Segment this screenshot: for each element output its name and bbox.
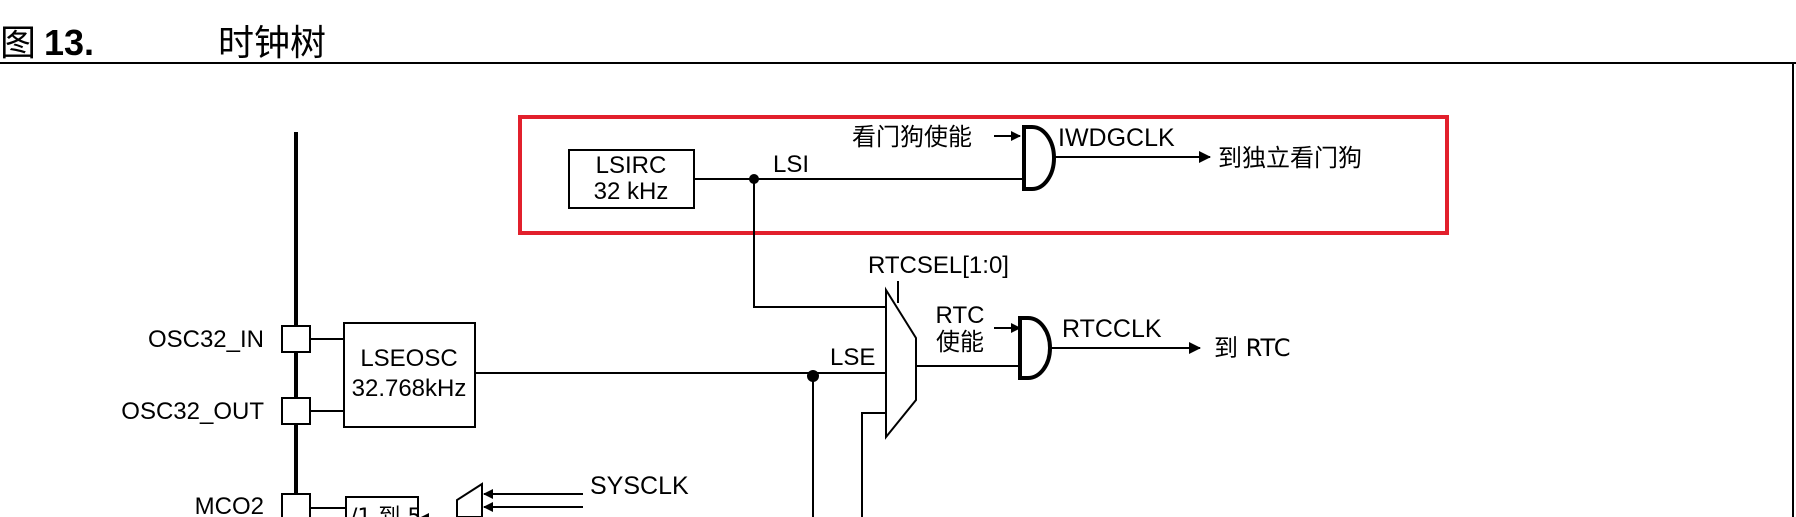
rtc-mux-third-input	[861, 412, 886, 517]
rtcsel-label: RTCSEL[1:0]	[868, 252, 1009, 279]
sysclk-label: SYSCLK	[590, 472, 689, 500]
figure-title: 时钟树	[218, 23, 327, 64]
figure-label-prefix: 图	[0, 23, 37, 64]
lseosc-frequency: 32.768kHz	[352, 375, 467, 402]
lseosc-label: LSEOSC	[360, 345, 457, 372]
lsi-label: LSI	[773, 151, 809, 178]
iwdg-destination-label: 到独立看门狗	[1218, 144, 1362, 172]
osc32-out-label: OSC32_OUT	[121, 398, 264, 425]
watchdog-enable-label: 看门狗使能	[852, 123, 972, 151]
iwdgclk-label: IWDGCLK	[1058, 124, 1175, 152]
mco2-divider-block	[345, 496, 419, 517]
lsirc-label: LSIRC	[596, 152, 667, 179]
figure-number: 13.	[44, 22, 95, 63]
rtc-and-gate	[1018, 316, 1052, 380]
figure-right-border	[1792, 62, 1794, 517]
mco2-mux	[456, 482, 483, 517]
lsi-to-rtc-mux-line	[753, 179, 886, 308]
rtc-enable-label: RTC	[936, 302, 985, 329]
rtcclk-label: RTCCLK	[1062, 315, 1162, 343]
lsirc-frequency: 32 kHz	[594, 178, 669, 205]
iwdg-and-gate	[1022, 125, 1056, 191]
rtc-destination-label: 到 RTC	[1214, 334, 1291, 362]
osc32-out-pin	[281, 397, 311, 425]
rtc-enable-label-cn: 使能	[936, 328, 984, 356]
highlight-box	[518, 115, 1449, 235]
lse-label: LSE	[830, 344, 875, 371]
lsirc-block	[568, 149, 695, 209]
mco2-divider-label: /1 到 5	[350, 505, 421, 517]
rtc-mux	[885, 286, 917, 440]
osc32-in-label: OSC32_IN	[148, 326, 264, 353]
mco2-pin	[281, 493, 311, 517]
lseosc-block	[343, 322, 476, 428]
osc32-in-pin	[281, 325, 311, 353]
mco2-label: MCO2	[195, 493, 264, 517]
